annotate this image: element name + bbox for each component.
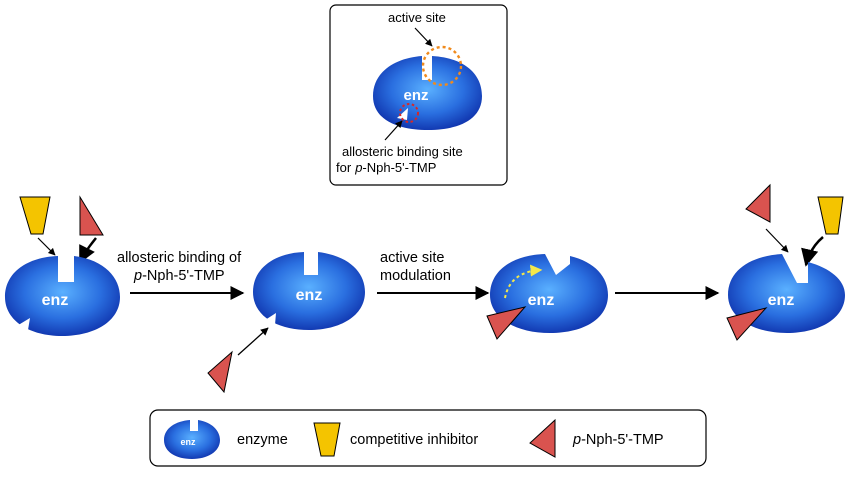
active-site-circle — [421, 45, 463, 87]
stage2-enzyme — [253, 252, 365, 330]
stage-2: enz — [207, 252, 365, 394]
legend-inhibitor-icon — [313, 422, 341, 457]
stage1-enzyme-label: enz — [42, 292, 69, 309]
step2-label-line1: active site — [380, 250, 444, 266]
stage1-ligand — [79, 195, 104, 236]
step1-ligand-rest: -Nph-5'-TMP — [142, 268, 225, 284]
allosteric-site-circle — [399, 103, 419, 123]
stage4-enzyme-label: enz — [768, 292, 795, 309]
allosteric-pointer-arrow — [384, 120, 403, 141]
stage2-enzyme-label: enz — [296, 287, 323, 304]
legend-enzyme-icon — [164, 420, 220, 459]
stage2-ligand — [207, 350, 233, 394]
inset-enzyme — [373, 56, 482, 130]
step1-ligand-italic: p — [133, 268, 142, 284]
stage1-allosteric-notch — [15, 318, 30, 330]
stage1-inhibitor-arrow — [37, 237, 56, 256]
inset-enzyme-label: enz — [403, 87, 428, 104]
legend-enzyme-icon-label: enz — [180, 437, 196, 447]
allosteric-site-ligand-rest: -Nph-5'-TMP — [362, 160, 436, 175]
step1-label-line2: p-Nph-5'-TMP — [133, 268, 225, 284]
stage4-ligand-arrow — [765, 228, 789, 253]
stage3-ligand — [486, 306, 527, 340]
modulation-arrow — [504, 264, 543, 299]
stage1-enzyme — [5, 256, 120, 336]
inset-allosteric-notch — [397, 108, 408, 120]
active-site-pointer-arrow — [414, 27, 433, 47]
legend-ligand-icon — [529, 418, 556, 458]
step2-label-line2: modulation — [380, 268, 451, 284]
stage1-inhibitor — [19, 196, 51, 235]
stage3-enzyme-label: enz — [528, 292, 555, 309]
allosteric-site-label-line2: p-Nph-5'-TMP — [354, 160, 436, 175]
stage2-allosteric-notch — [262, 313, 276, 325]
stage-1: enz — [5, 195, 120, 336]
stage4-inhibitor — [817, 196, 844, 235]
inset-panel: active site enz allosteric binding site … — [329, 4, 508, 186]
stage-4: enz — [726, 183, 845, 341]
legend-ligand-rest: -Nph-5'-TMP — [581, 432, 664, 448]
legend-ligand-italic: p — [572, 432, 581, 448]
allosteric-site-ligand-italic: p — [354, 160, 362, 175]
stage2-ligand-arrow — [237, 327, 269, 356]
step2: active site modulation — [377, 250, 490, 300]
legend-inhibitor-label: competitive inhibitor — [350, 432, 478, 448]
active-site-label: active site — [388, 10, 446, 25]
legend: enz enzyme competitive inhibitor p-Nph-5… — [149, 409, 707, 467]
allosteric-for-word: for — [336, 160, 352, 175]
legend-ligand-label: p-Nph-5'-TMP — [572, 432, 664, 448]
stage4-ligand-bound — [726, 307, 768, 341]
stage-3: enz — [486, 254, 608, 340]
allosteric-site-label-line1: allosteric binding site — [342, 144, 463, 159]
stage4-ligand-free — [745, 183, 771, 223]
legend-enzyme-label: enzyme — [237, 432, 288, 448]
step1: allosteric binding of p-Nph-5'-TMP — [117, 250, 245, 300]
legend-border — [149, 409, 707, 467]
stage4-inhibitor-arrow — [801, 236, 824, 267]
step1-label-line1: allosteric binding of — [117, 250, 242, 266]
